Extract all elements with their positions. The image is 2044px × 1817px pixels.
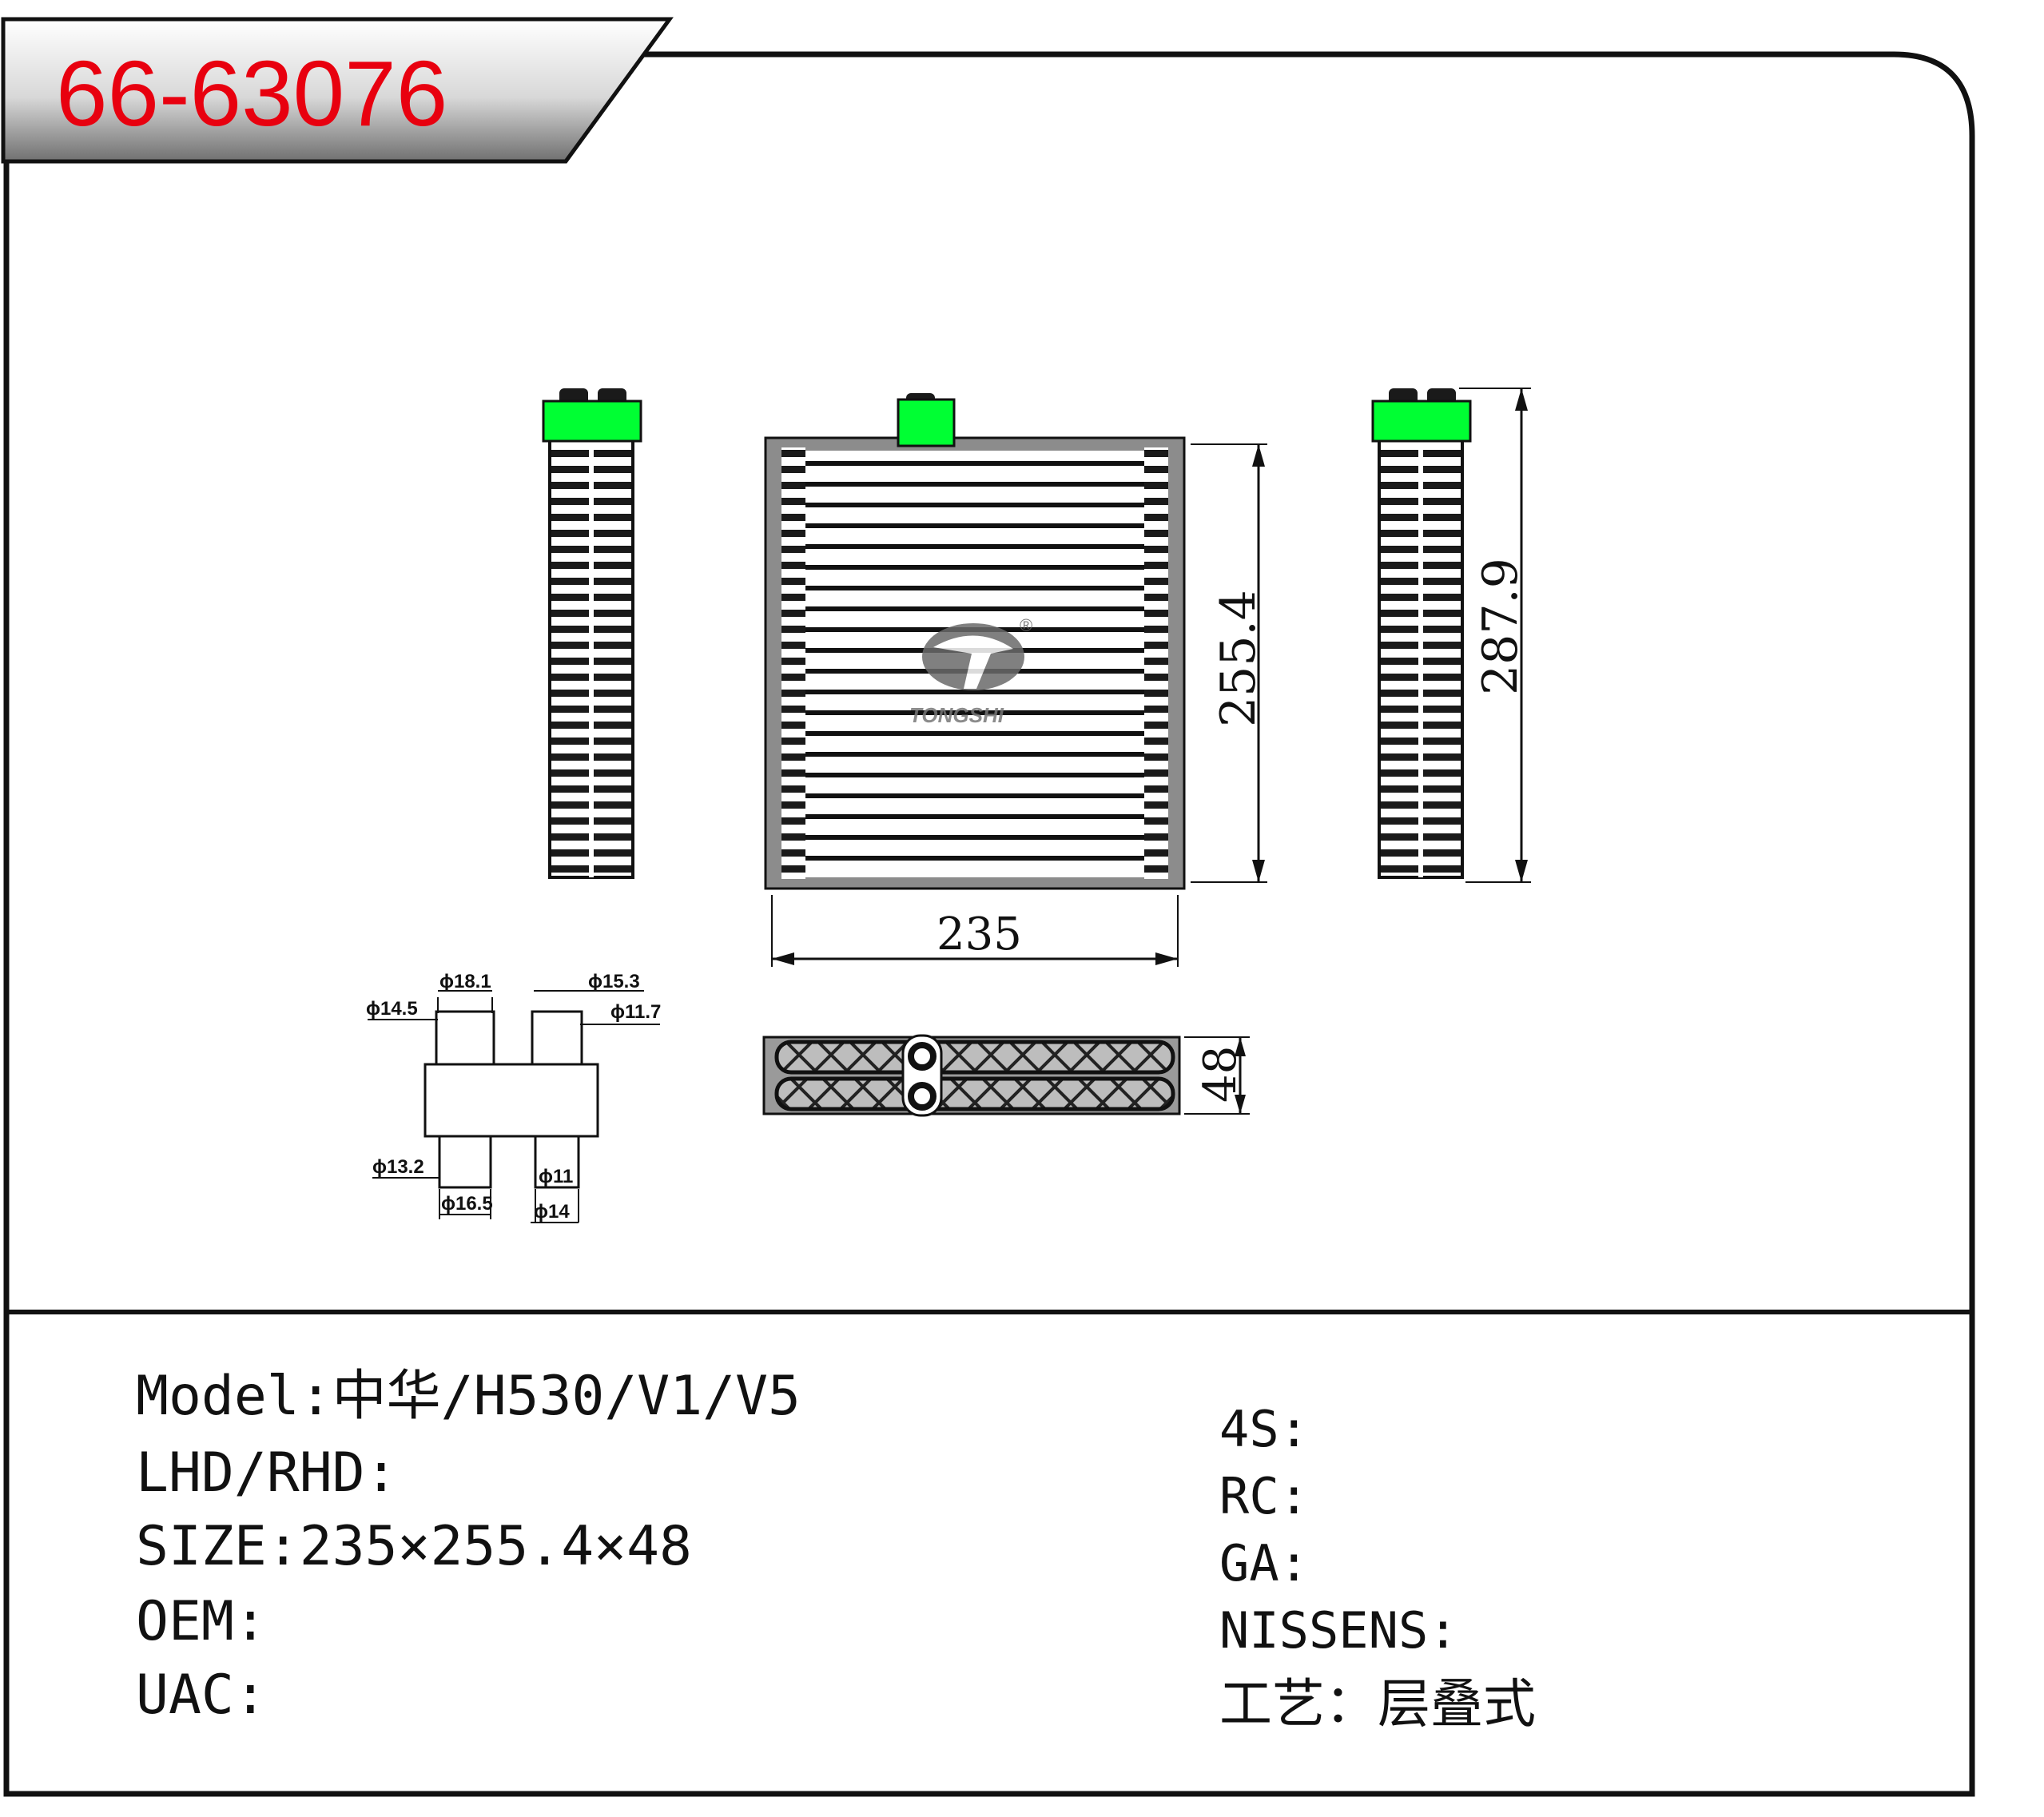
4s-line: 4S:	[1219, 1400, 1309, 1458]
logo-text: TONGSHI	[909, 703, 1004, 727]
bottom-view: 48	[762, 1034, 1250, 1117]
svg-text:®: ®	[1020, 615, 1032, 635]
right-side-view	[1371, 388, 1472, 879]
fittings-detail: ϕ18.1 ϕ14.5 ϕ15.3 ϕ11.7 ϕ13.2 ϕ16.5 ϕ11 …	[366, 971, 661, 1223]
fitting-top-left-outer: ϕ18.1	[439, 971, 491, 992]
front-view: ® TONGSHI	[764, 393, 1186, 890]
lhd-rhd-line: LHD/RHD:	[136, 1441, 398, 1505]
oem-line: OEM:	[136, 1590, 267, 1653]
connector-block-green-right	[1371, 400, 1472, 443]
fitting-bottom-left-outer: ϕ16.5	[441, 1193, 493, 1215]
width-value: 235	[937, 908, 1022, 960]
tongshi-logo: ® TONGSHI	[909, 615, 1032, 727]
outer-frame	[3, 51, 1975, 1797]
fitting-top-right-outer: ϕ15.3	[588, 971, 640, 992]
connector-block-green	[542, 400, 642, 443]
fitting-bottom-right-outer: ϕ14	[534, 1201, 570, 1223]
width-dimension: 235	[771, 895, 1179, 967]
overall-height-dimension: 287.9	[1459, 388, 1531, 883]
uac-line: UAC:	[136, 1664, 267, 1727]
ga-line: GA:	[1219, 1534, 1309, 1592]
rc-line: RC:	[1219, 1467, 1309, 1525]
overall-height-value: 287.9	[1473, 558, 1529, 695]
height-value: 255.4	[1211, 590, 1267, 727]
fitting-top-right-inner: ϕ11.7	[610, 1001, 661, 1023]
height-dimension: 255.4	[1191, 443, 1267, 883]
model-line: Model:中华/H530/V1/V5	[136, 1365, 801, 1428]
inlet-block-green	[897, 398, 956, 447]
fitting-bottom-right-inner: ϕ11	[539, 1166, 573, 1187]
fitting-top-left-inner: ϕ14.5	[366, 998, 418, 1020]
fitting-bottom-left-inner: ϕ13.2	[372, 1156, 424, 1178]
part-number-tab: 66-63076	[1, 17, 674, 164]
left-side-view	[542, 388, 642, 879]
process-line: 工艺：层叠式	[1219, 1673, 1536, 1735]
depth-value: 48	[1195, 1046, 1247, 1103]
nissens-line: NISSENS:	[1219, 1601, 1458, 1660]
size-line: SIZE:235×255.4×48	[136, 1515, 692, 1578]
part-number: 66-63076	[56, 42, 447, 145]
